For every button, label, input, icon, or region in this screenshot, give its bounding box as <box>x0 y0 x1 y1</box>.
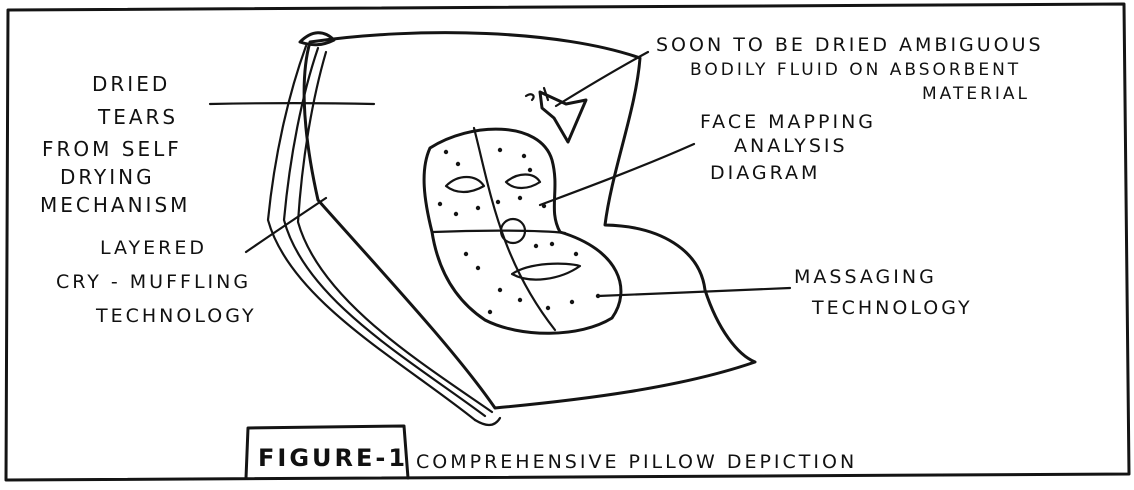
face-vertical-axis <box>474 128 555 330</box>
face-horizontal-axis <box>433 231 565 233</box>
pillow <box>268 33 755 425</box>
bodily-fluid-line-3: MATERIAL <box>922 84 1030 104</box>
right-eye <box>506 175 540 189</box>
left-eye <box>446 177 484 192</box>
layer-strip-1 <box>268 46 475 420</box>
layered-line-3: TECHNOLOGY <box>95 305 257 327</box>
dried-tears-line-2: TEARS <box>97 105 178 129</box>
figure-caption: COMPREHENSIVE PILLOW DEPICTION <box>416 451 857 473</box>
dried-tears-line-5: MECHANISM <box>40 193 190 217</box>
layered-line-2: CRY - MUFFLING <box>56 271 251 293</box>
massaging-line-2: TECHNOLOGY <box>811 297 973 319</box>
layered-line-1: LAYERED <box>100 237 207 259</box>
face-mapping-line-3: DIAGRAM <box>710 162 820 184</box>
fluid-patch <box>526 88 586 142</box>
face-mapping-line-1: FACE MAPPING <box>700 111 876 133</box>
face-map <box>424 128 621 333</box>
dried-tears-line-1: DRIED <box>92 72 170 96</box>
massaging-line-1: MASSAGING <box>794 266 937 288</box>
leader-dried-tears <box>210 103 374 104</box>
dried-tears-line-4: DRYING <box>60 165 155 189</box>
dried-tears-line-3: FROM SELF <box>42 137 182 161</box>
face-mapping-line-2: ANALYSIS <box>734 135 848 157</box>
layer-tail <box>475 418 500 425</box>
mouth <box>512 264 580 280</box>
leader-massaging <box>598 288 790 296</box>
bodily-fluid-line-2: BODILY FLUID ON ABSORBENT <box>690 60 1021 80</box>
figure-label: FIGURE-1 <box>258 444 408 472</box>
leader-face-mapping <box>540 144 694 205</box>
pillow-outline <box>304 33 755 408</box>
bodily-fluid-line-1: SOON TO BE DRIED AMBIGUOUS <box>656 34 1044 56</box>
